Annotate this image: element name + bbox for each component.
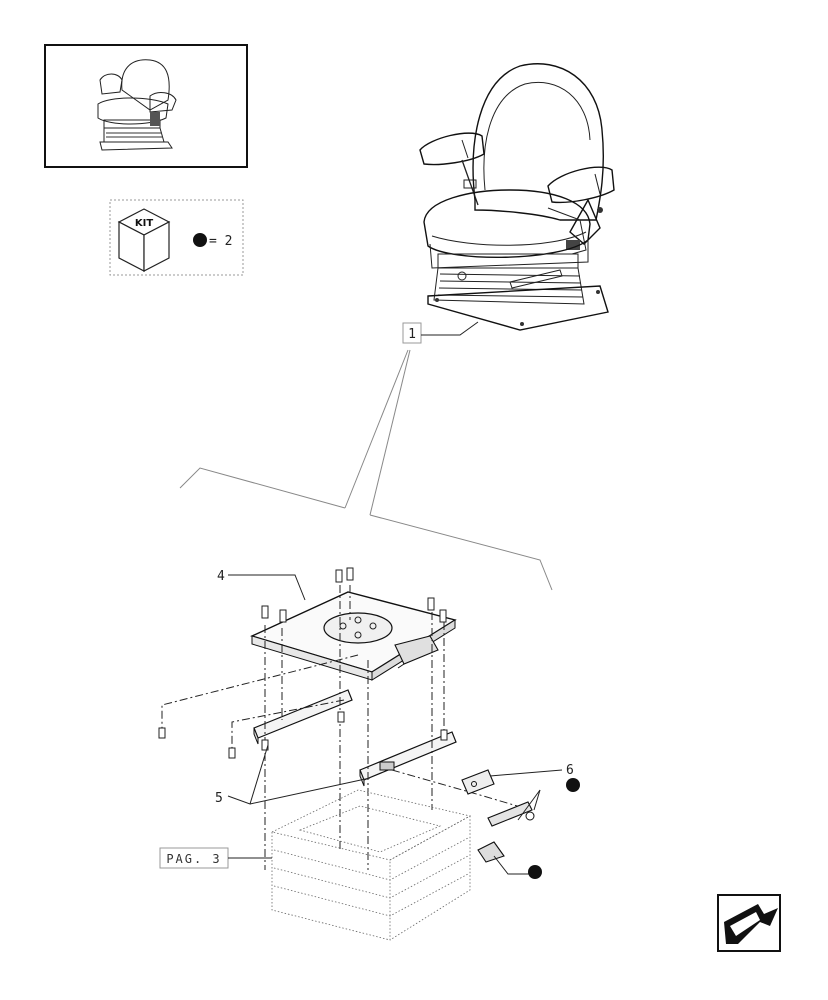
- page-reference-label: PAG. 3: [166, 852, 221, 866]
- callout-4-number: 4: [217, 569, 225, 584]
- seat-assembly-illustration: [419, 63, 615, 331]
- black-dot-icon: [528, 865, 542, 879]
- slide-rails: [253, 689, 457, 787]
- reference-item-1[interactable]: 1: [402, 322, 422, 344]
- page-reference[interactable]: PAG. 3: [159, 847, 229, 869]
- leader-line-item-1: [421, 321, 479, 336]
- reference-item-1-label: 1: [408, 327, 416, 342]
- leader-line-6b: [517, 789, 541, 821]
- leader-line-5b: [249, 777, 371, 805]
- kit-box-icon: KIT: [117, 208, 171, 272]
- leader-line-4: [228, 574, 306, 601]
- callout-5-number: 5: [215, 791, 223, 806]
- black-dot-icon: [566, 778, 580, 792]
- callout-5[interactable]: 5: [215, 791, 223, 806]
- leader-line-kit: [493, 855, 532, 875]
- assembly-center-lines: [161, 585, 525, 870]
- back-arrow-icon[interactable]: [717, 894, 781, 952]
- fasteners: [158, 711, 448, 759]
- kit-label: KIT: [135, 218, 153, 229]
- swivel-plate-assembly: [250, 567, 457, 681]
- leader-line-6c: [533, 789, 541, 811]
- thumbnail-frame[interactable]: [44, 44, 248, 168]
- callout-6[interactable]: 6: [566, 763, 574, 778]
- seat-assembly-thumbnail-icon: [97, 59, 177, 151]
- kit-equation: = 2: [209, 234, 232, 249]
- leader-line-6a: [489, 769, 563, 777]
- callout-6-number: 6: [566, 763, 574, 778]
- kit-legend: KIT = 2: [109, 199, 244, 276]
- bracket-parts: [461, 769, 535, 863]
- black-dot-icon: [193, 233, 207, 247]
- explosion-lines: [179, 349, 553, 591]
- callout-4[interactable]: 4: [217, 569, 225, 584]
- lower-seat-reference: [270, 789, 472, 941]
